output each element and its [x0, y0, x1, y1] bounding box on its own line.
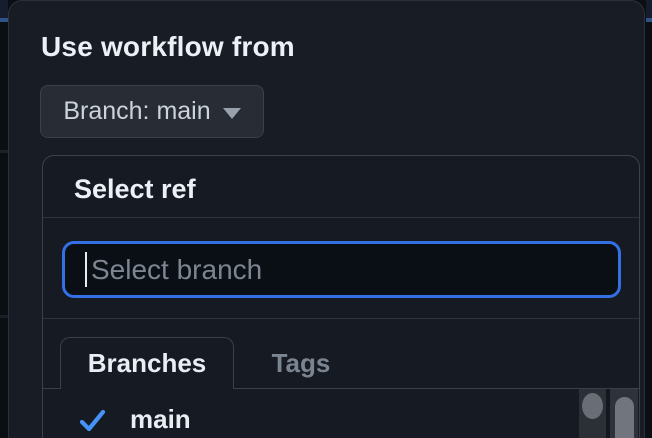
branch-search-input[interactable]: [62, 241, 621, 298]
scrollbar-divider: [606, 389, 610, 438]
page-accent-line: [646, 18, 652, 22]
caret-down-icon: [222, 107, 241, 119]
branch-selector-label: Branch: main: [63, 97, 211, 125]
select-ref-header: Select ref: [43, 156, 639, 218]
page-accent-line: [0, 18, 8, 22]
page-background-right: [646, 0, 652, 438]
tab-branches-label: Branches: [87, 348, 207, 378]
page-divider: [0, 150, 8, 153]
branch-search-wrap: [62, 241, 621, 298]
panel-scrollbar-track[interactable]: [610, 389, 638, 438]
panel-scrollbar-thumb[interactable]: [615, 397, 634, 438]
check-icon: [79, 409, 106, 432]
dialog-heading: Use workflow from: [41, 31, 295, 62]
select-ref-panel: Select ref Branches Tags main: [42, 155, 640, 438]
list-scrollbar-track[interactable]: [579, 389, 606, 438]
page-background-block: [0, 0, 8, 18]
branch-item-label: main: [130, 404, 191, 434]
tab-tags[interactable]: Tags: [236, 337, 366, 389]
tab-branches[interactable]: Branches: [60, 337, 234, 389]
run-workflow-dialog: Use workflow from Branch: main Select re…: [8, 0, 645, 438]
list-scrollbar-thumb[interactable]: [582, 393, 603, 419]
branch-search-row: [43, 218, 639, 319]
select-ref-title: Select ref: [74, 174, 196, 204]
branch-selector-button[interactable]: Branch: main: [40, 85, 264, 138]
branch-list-item-main[interactable]: main: [43, 402, 583, 438]
page-background-block: [646, 0, 652, 18]
tab-tags-label: Tags: [271, 347, 331, 378]
page-divider: [0, 315, 8, 318]
page-background-left: [0, 0, 8, 438]
tabnav-border: [43, 388, 639, 389]
